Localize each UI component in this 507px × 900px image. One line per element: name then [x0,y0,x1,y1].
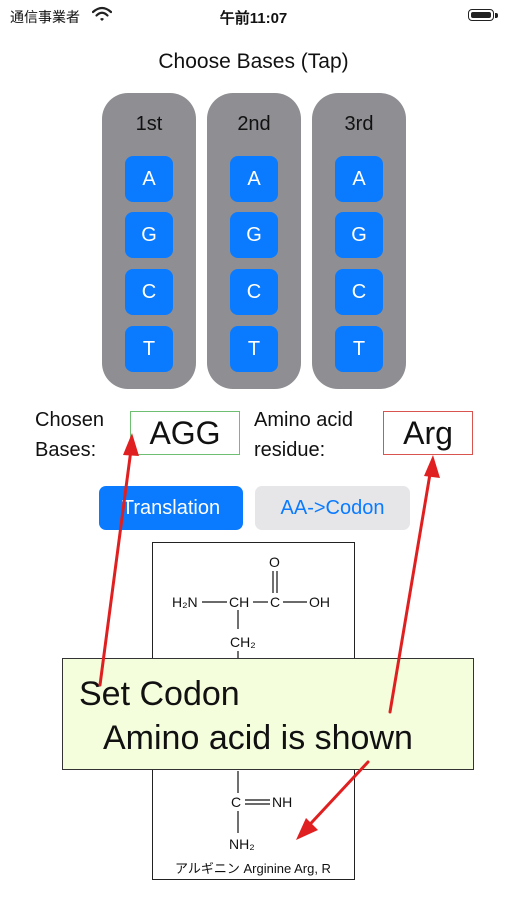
carrier-label: 通信事業者 [10,9,80,25]
page-title: Choose Bases (Tap) [158,50,349,73]
atom-nh: NH [272,794,292,810]
arrowhead-amino-acid [424,455,440,478]
atom-c-imine: C [231,794,241,810]
status-bar: 通信事業者 午前11:07 [0,0,507,32]
aa-to-codon-button[interactable]: AA->Codon [255,486,410,530]
base-button-1st-g[interactable]: G [125,212,173,258]
base-button-1st-t[interactable]: T [125,326,173,372]
chosen-codon-value: AGG [130,411,240,455]
amino-acid-value: Arg [383,411,473,455]
wifi-icon [92,6,112,21]
base-button-3rd-g[interactable]: G [335,212,383,258]
arrowhead-codon [123,433,139,456]
clock: 午前11:07 [219,10,288,27]
amino-acid-label: Amino acid residue: [254,409,353,461]
column-label: 2nd [237,113,271,135]
base-column-1st: 1st A G C T [102,93,196,389]
column-label: 3rd [344,113,374,135]
base-button-2nd-g[interactable]: G [230,212,278,258]
base-button-3rd-t[interactable]: T [335,326,383,372]
base-button-2nd-t[interactable]: T [230,326,278,372]
atom-o: O [269,554,280,570]
base-button-1st-a[interactable]: A [125,156,173,202]
atom-ch: CH [229,594,249,610]
battery-icon [468,9,498,21]
arrow-to-structure [298,760,370,837]
base-button-3rd-a[interactable]: A [335,156,383,202]
chosen-bases-label: Chosen Bases: [35,409,104,461]
base-button-3rd-c[interactable]: C [335,269,383,315]
annotation-callout: Set Codon Amino acid is shown [62,658,474,770]
base-column-3rd: 3rd A G C T [312,93,406,389]
annotation-line-1: Set Codon [79,675,240,713]
atom-oh: OH [309,594,330,610]
structure-caption: アルギニン Arginine Arg, R [175,861,331,876]
atom-ch2: CH₂ [230,634,256,650]
base-column-2nd: 2nd A G C T [207,93,301,389]
base-button-2nd-a[interactable]: A [230,156,278,202]
base-button-1st-c[interactable]: C [125,269,173,315]
base-button-2nd-c[interactable]: C [230,269,278,315]
annotation-line-2: Amino acid is shown [103,719,413,757]
arrow-to-amino-acid [388,460,434,714]
atom-h2n: H₂N [172,594,198,610]
arrow-to-codon [98,440,134,687]
column-label: 1st [135,113,163,135]
atom-c: C [270,594,280,610]
arrowhead-structure [296,818,318,840]
atom-nh2: NH₂ [229,836,255,852]
